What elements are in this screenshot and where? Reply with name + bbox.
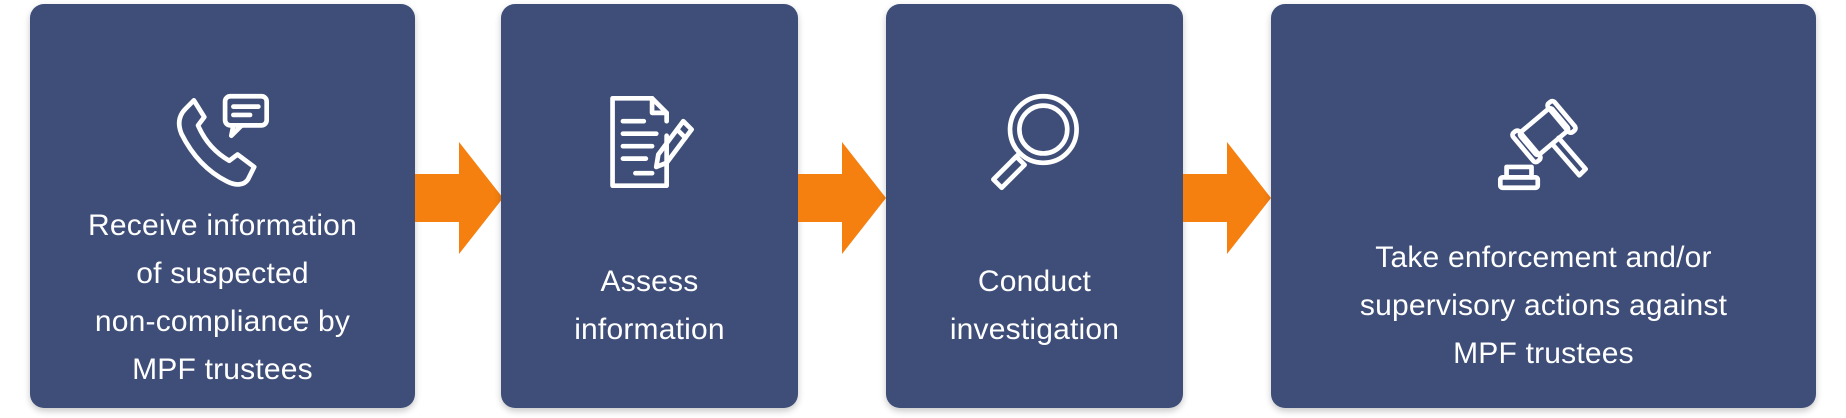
arrow-right	[415, 142, 503, 254]
phone-chat-icon	[171, 90, 275, 194]
step-receive-information: Receive information of suspected non-com…	[30, 4, 415, 408]
step-label: Conduct investigation	[949, 265, 1120, 346]
step-label: Receive information of suspected non-com…	[88, 209, 357, 386]
document-edit-icon	[598, 90, 702, 194]
arrow-right	[798, 142, 886, 254]
gavel-icon	[1492, 90, 1596, 194]
step-label: Assess information	[574, 265, 725, 346]
step-assess-information: Assess information	[501, 4, 798, 408]
step-label: Take enforcement and/or supervisory acti…	[1359, 241, 1728, 370]
magnifier-icon	[983, 90, 1087, 194]
step-conduct-investigation: Conduct investigation	[886, 4, 1183, 408]
arrow-right	[1183, 142, 1271, 254]
step-take-enforcement-actions: Take enforcement and/or supervisory acti…	[1271, 4, 1816, 408]
